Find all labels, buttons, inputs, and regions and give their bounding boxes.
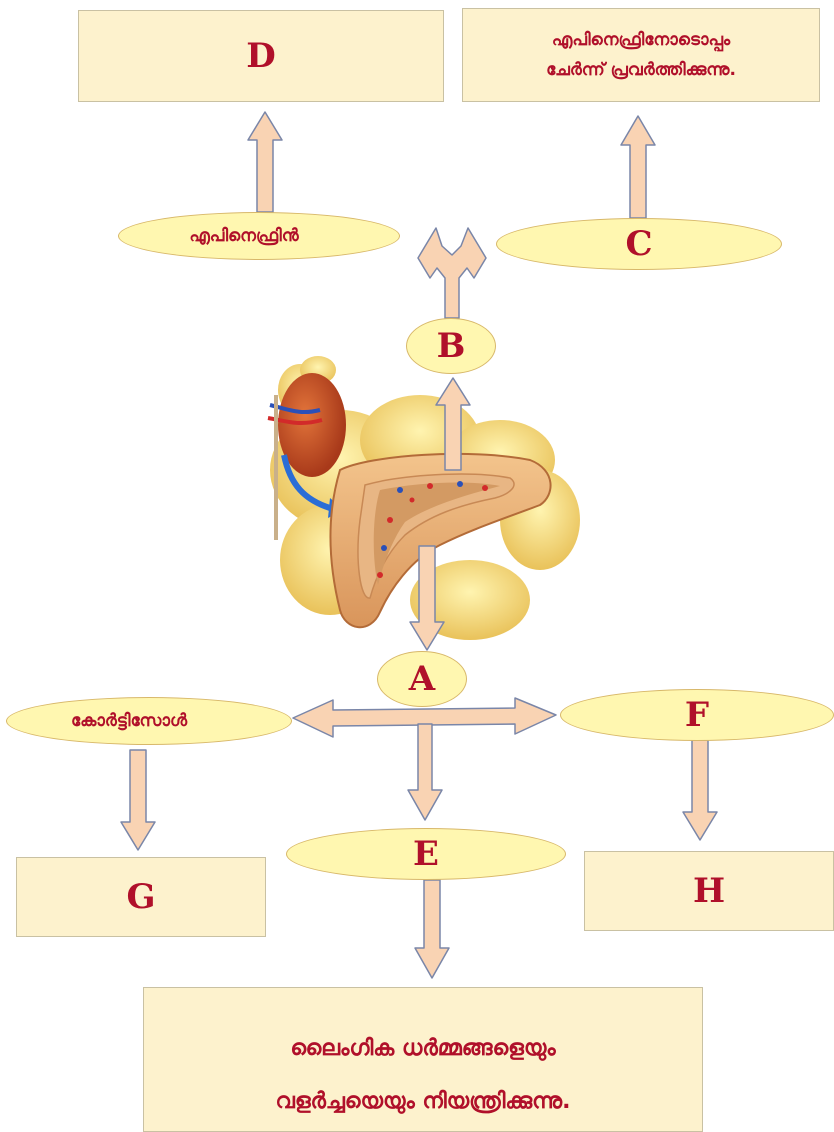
label-e: E (413, 834, 439, 874)
box-top-right-line1: എപിനെഫ്രിനോടൊപ്പം (551, 30, 731, 50)
label-b: B (436, 326, 466, 366)
oval-e: E (286, 828, 566, 880)
label-h: H (692, 871, 726, 911)
box-works-with-epinephrine: എപിനെഫ്രിനോടൊപ്പം ചേർന്ന് പ്രവർത്തിക്കുന… (462, 8, 820, 102)
arrow-e-to-bottom-box (414, 879, 450, 979)
box-d: D (78, 10, 444, 102)
oval-c: C (496, 218, 782, 270)
epinephrine-label: എപിനെഫ്രിൻ (189, 226, 299, 246)
oval-b: B (406, 318, 496, 374)
gland-cross-section (329, 452, 552, 629)
arrow-horizontal-double (292, 697, 557, 738)
label-f: F (684, 695, 710, 735)
oval-a: A (377, 651, 467, 707)
arrow-gland-to-a (409, 545, 445, 651)
pointer-arrow (281, 454, 331, 511)
box-bottom-line1: ലൈംഗിക ധർമ്മങ്ങളെയും (290, 1036, 556, 1061)
kidney (267, 373, 346, 540)
label-c: C (625, 224, 653, 264)
arrow-cortisol-to-g (120, 749, 156, 851)
box-bottom-line2: വളർച്ചയെയും നിയന്ത്രിക്കുന്നു. (275, 1089, 571, 1114)
arrow-c-to-box (620, 115, 656, 219)
box-sexual-functions-growth: ലൈംഗിക ധർമ്മങ്ങളെയും വളർച്ചയെയും നിയന്ത്… (143, 987, 703, 1132)
box-h: H (584, 851, 834, 931)
arrow-a-to-e (407, 723, 443, 821)
oval-f: F (560, 689, 834, 741)
arrow-f-to-h (682, 739, 718, 841)
box-top-right-line2: ചേർന്ന് പ്രവർത്തിക്കുന്നു. (546, 60, 736, 80)
oval-cortisol: കോർട്ടിസോൾ (6, 697, 292, 745)
label-d: D (246, 36, 276, 76)
box-g: G (16, 857, 266, 937)
arrow-epinephrine-to-d (247, 111, 283, 213)
oval-epinephrine: എപിനെഫ്രിൻ (118, 212, 400, 260)
arrow-gland-to-b (435, 377, 471, 471)
arrow-b-forked (417, 227, 487, 319)
label-a: A (408, 659, 436, 699)
cortisol-label: കോർട്ടിസോൾ (70, 711, 188, 731)
label-g: G (126, 877, 156, 917)
